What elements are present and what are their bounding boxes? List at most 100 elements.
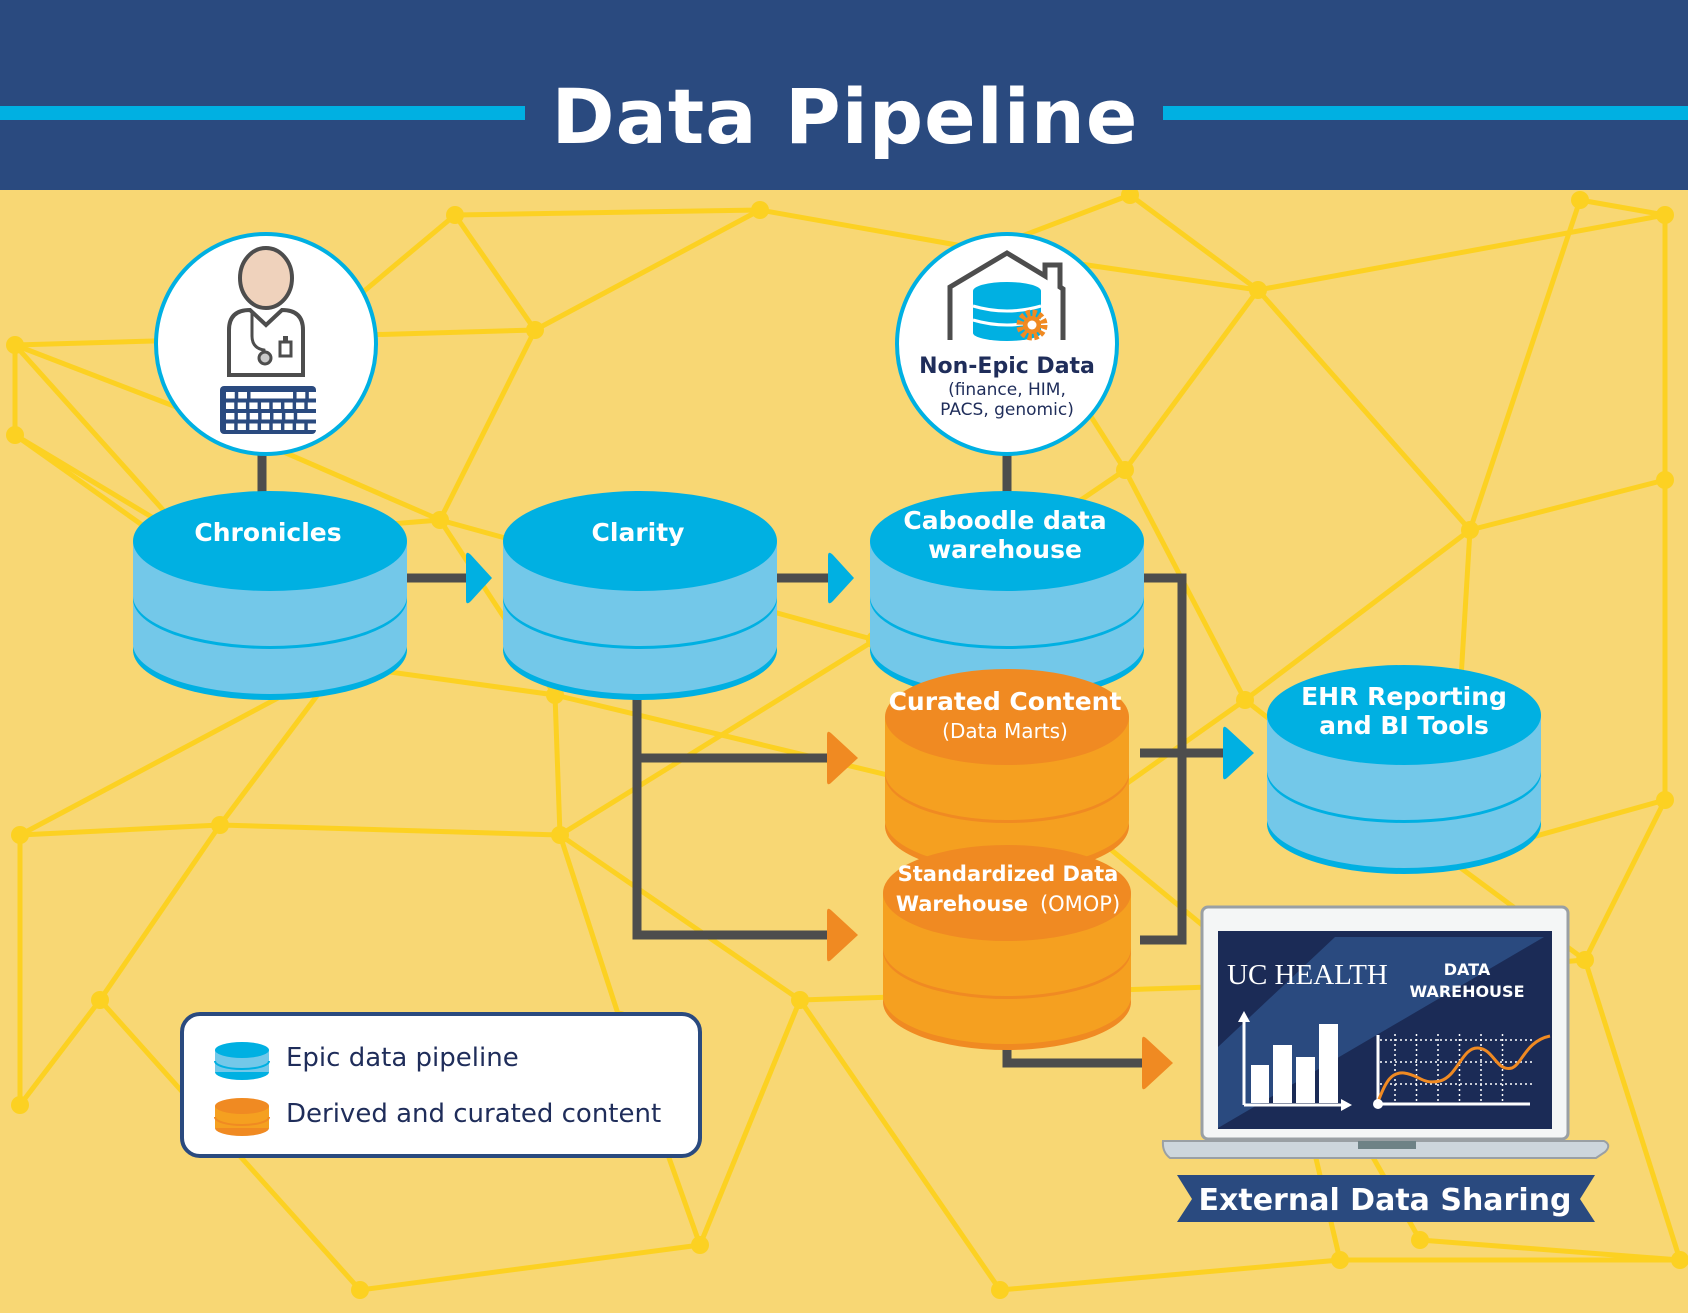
network-node — [691, 1236, 709, 1254]
network-node — [446, 206, 464, 224]
non-epic-title: Non-Epic Data — [919, 354, 1095, 379]
keyboard-key — [237, 413, 247, 420]
caboodle-cylinder[interactable] — [870, 491, 1144, 700]
keyboard-key — [226, 413, 235, 420]
network-line — [797, 998, 1003, 1292]
keyboard-key — [237, 423, 246, 430]
keyboard-key — [297, 413, 317, 420]
non-epic-circle — [895, 232, 1119, 456]
keyboard-key — [296, 402, 305, 409]
network-line — [1256, 288, 1472, 532]
caboodle-top — [870, 491, 1144, 591]
network-line — [1582, 959, 1683, 1261]
network-line — [552, 694, 563, 836]
clarity-label: Clarity — [592, 518, 685, 547]
clinician-icon — [227, 246, 305, 377]
laptop-hinge — [1358, 1141, 1416, 1149]
ehr-cylinder[interactable] — [1267, 665, 1541, 874]
arrow-to-curated — [827, 731, 858, 785]
laptop-screen-title-line2: WAREHOUSE — [1410, 982, 1525, 1001]
keyboard-key — [237, 402, 246, 409]
keyboard-key — [238, 392, 247, 399]
network-node — [11, 1096, 29, 1114]
network-node — [211, 816, 229, 834]
non-epic-detail-line2: PACS, genomic) — [940, 400, 1074, 420]
network-node — [1656, 206, 1674, 224]
legend-item-derived-label: Derived and curated content — [286, 1099, 661, 1129]
cylinders — [133, 491, 1541, 1050]
network-line — [1467, 199, 1583, 531]
curated-cylinder[interactable] — [885, 669, 1129, 874]
network-node — [1576, 951, 1594, 969]
network-line — [697, 999, 803, 1246]
arrow-to-standardized — [827, 908, 858, 962]
keyboard-key — [226, 402, 235, 409]
network-node — [1671, 1251, 1688, 1269]
network-line — [452, 213, 538, 332]
curated-top — [885, 669, 1129, 765]
non-epic-source[interactable]: Non-Epic Data (finance, HIM, PACS, genom… — [895, 232, 1119, 456]
chronicles-label: Chronicles — [194, 518, 341, 547]
legend-item-epic-label: Epic data pipeline — [286, 1043, 519, 1073]
legend: Epic data pipeline Derived and curated c… — [180, 1012, 702, 1158]
network-line — [558, 637, 877, 838]
network-node — [991, 1281, 1009, 1299]
page-title: Data Pipeline — [552, 72, 1139, 161]
laptop-screen-title-line1: DATA — [1444, 960, 1491, 979]
laptop-brand: UC HEALTH — [1227, 959, 1388, 991]
clinician-source[interactable] — [154, 232, 378, 456]
network-node — [551, 826, 569, 844]
keyboard-key — [272, 423, 281, 430]
keyboard-key — [273, 413, 282, 420]
chronicles-top — [133, 491, 407, 591]
laptop-base — [1161, 1140, 1610, 1159]
external-data-sharing-banner: External Data Sharing — [1177, 1175, 1595, 1222]
chronicles-cylinder[interactable] — [133, 491, 407, 700]
standardized-label-bold: Warehouse — [896, 892, 1028, 916]
non-epic-detail-line1: (finance, HIM, — [948, 380, 1066, 400]
legend-epic-icon — [214, 1042, 270, 1080]
keyboard-key — [284, 423, 293, 430]
ehr-label-line2: and BI Tools — [1319, 711, 1489, 740]
keyboard-key — [261, 413, 270, 420]
network-line — [18, 998, 102, 1107]
header-accent-line-right — [1163, 106, 1688, 120]
network-line — [437, 328, 538, 522]
line-chart-icon — [1373, 1034, 1551, 1109]
network-line — [1419, 1237, 1681, 1263]
network-node — [526, 321, 544, 339]
keyboard-key — [249, 423, 258, 430]
network-node — [1121, 186, 1139, 204]
connector-clarity-derived — [632, 650, 830, 940]
standardized-cylinder[interactable] — [883, 845, 1131, 1050]
network-node — [1461, 521, 1479, 539]
keyboard-key — [307, 402, 316, 409]
keyboard-key — [226, 423, 235, 430]
arrows — [466, 552, 1254, 1090]
ehr-top — [1267, 665, 1541, 765]
network-node — [1656, 791, 1674, 809]
keyboard-key — [261, 423, 270, 430]
curated-label-line2: (Data Marts) — [942, 719, 1068, 743]
standardized-label-line1: Standardized Data — [898, 862, 1119, 886]
network-node — [1411, 1231, 1429, 1249]
keyboard-key — [261, 402, 270, 409]
laptop-external-sharing[interactable]: UC HEALTH DATA WAREHOUSE — [1161, 905, 1610, 1159]
keyboard-key — [249, 413, 259, 420]
keyboard-key — [296, 392, 306, 399]
network-node — [6, 426, 24, 444]
network-line — [533, 207, 762, 333]
curated-label-line1: Curated Content — [889, 687, 1122, 716]
network-line — [1579, 197, 1666, 218]
network-line — [1469, 477, 1666, 533]
clarity-cylinder[interactable] — [503, 491, 777, 700]
legend-derived-icon — [214, 1098, 270, 1136]
standardized-label-light: (OMOP) — [1040, 892, 1120, 916]
caboodle-label-line1: Caboodle data — [903, 506, 1106, 535]
keyboard-key — [296, 423, 305, 430]
banner-ribbon — [1177, 1175, 1595, 1222]
arrow-to-clarity — [466, 552, 492, 604]
network-node — [1571, 191, 1589, 209]
network-line — [359, 1242, 701, 1293]
